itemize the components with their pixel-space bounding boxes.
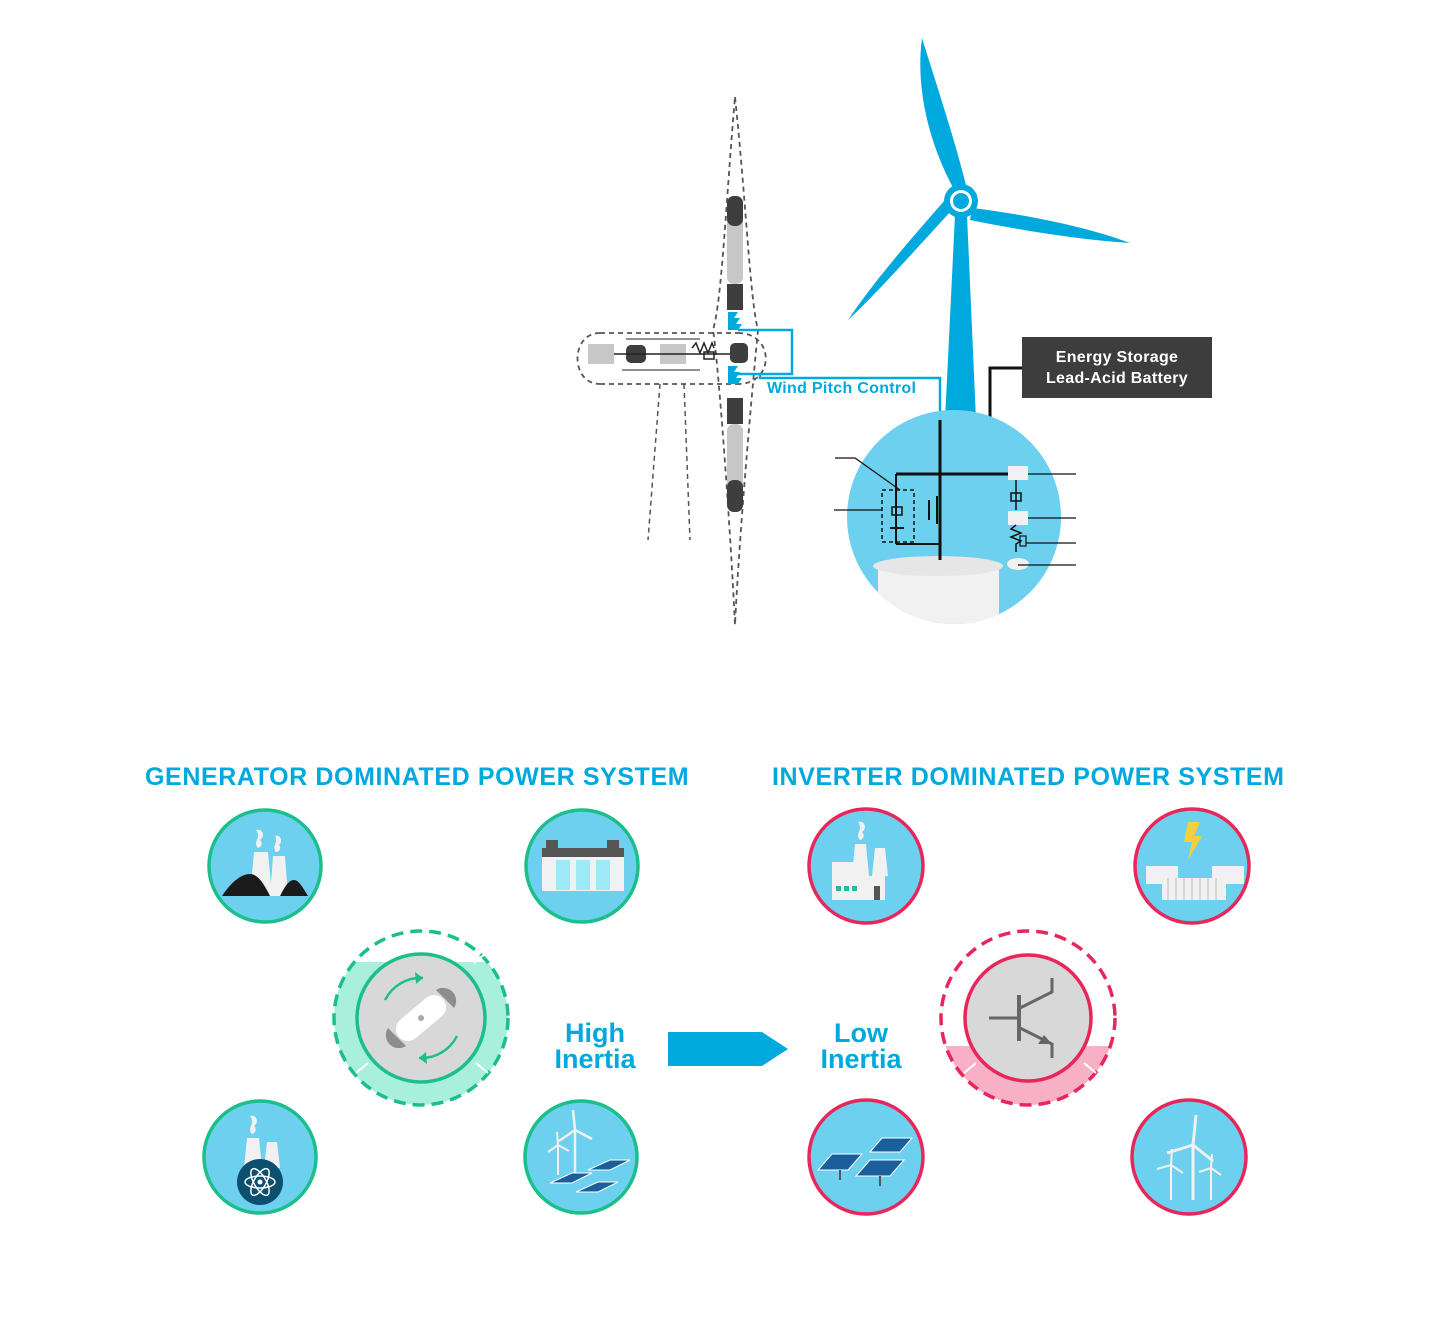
rotating-generator-icon — [332, 929, 510, 1107]
transistor-inverter-icon — [939, 929, 1117, 1107]
storage-line-1: Energy Storage — [1055, 349, 1179, 366]
blade-schematic — [576, 96, 942, 626]
wind-solar-icon — [523, 1099, 639, 1215]
battery-storage-icon — [1133, 807, 1251, 925]
wind-turbine-icon — [848, 38, 1130, 420]
generator-system-title: GENERATOR DOMINATED POWER SYSTEM — [145, 763, 690, 791]
industrial-plant-icon — [807, 807, 925, 925]
storage-line-2: Lead-Acid Battery — [1045, 370, 1189, 387]
high-inertia-line-1: High — [565, 1018, 625, 1048]
high-inertia-label: High Inertia — [540, 1018, 650, 1074]
transition-arrow-icon — [668, 1032, 788, 1066]
low-inertia-line-1: Low — [834, 1018, 888, 1048]
low-inertia-label: Low Inertia — [806, 1018, 916, 1074]
inverter-system-title: INVERTER DOMINATED POWER SYSTEM — [772, 763, 1285, 791]
wind-turbines-icon — [1130, 1098, 1248, 1216]
low-inertia-line-2: Inertia — [820, 1044, 902, 1074]
nacelle-detail-circle — [847, 410, 1061, 624]
nuclear-plant-icon — [202, 1099, 318, 1215]
leader-lines — [834, 457, 1076, 566]
solar-panels-icon — [807, 1098, 925, 1216]
hydro-dam-icon — [524, 808, 640, 924]
high-inertia-line-2: Inertia — [554, 1044, 636, 1074]
wind-pitch-control-label: Wind Pitch Control — [767, 380, 917, 397]
coal-plant-icon — [207, 808, 323, 924]
energy-storage-box: Energy Storage Lead-Acid Battery — [1022, 337, 1212, 398]
